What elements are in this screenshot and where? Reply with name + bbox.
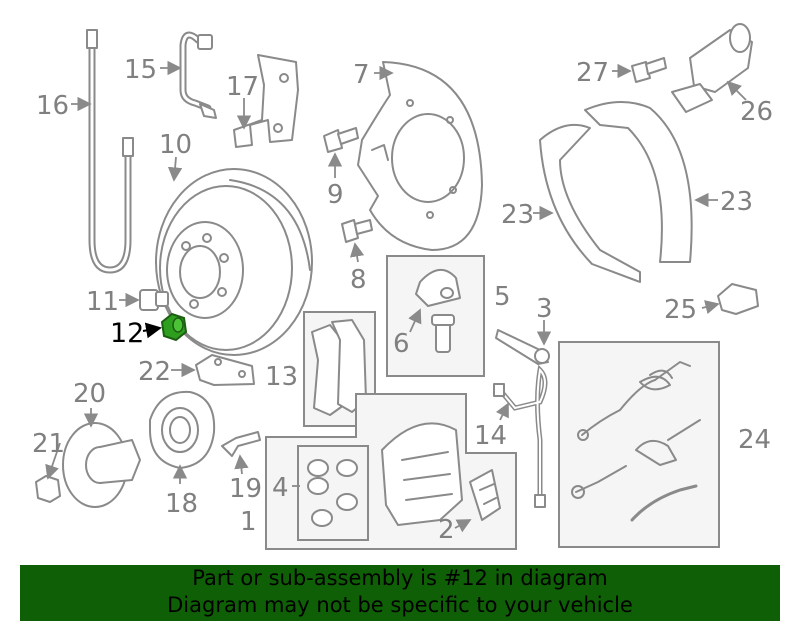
part-26-actuator — [671, 23, 753, 113]
label-16: 16 — [36, 91, 69, 121]
label-3: 3 — [536, 294, 553, 324]
label-21: 21 — [32, 429, 65, 459]
part-5-sensor-kit — [386, 255, 485, 377]
info-banner: Part or sub-assembly is #12 in diagram D… — [20, 565, 780, 621]
label-23-left: 23 — [501, 200, 534, 230]
part-7-dust-shield — [357, 61, 483, 251]
part-11-bolt — [139, 289, 169, 311]
part-1-caliper-assembly — [265, 393, 517, 550]
banner-line-2: Diagram may not be specific to your vehi… — [167, 593, 633, 617]
part-10-brake-rotor — [155, 168, 313, 356]
part-3-guide-pin — [495, 329, 550, 365]
part-2-clip — [469, 469, 501, 521]
label-10: 10 — [159, 130, 192, 160]
label-20: 20 — [73, 379, 106, 409]
part-22-bracket — [195, 354, 255, 386]
part-23-brake-shoes — [539, 100, 693, 283]
label-23-right: 23 — [720, 187, 753, 217]
label-9: 9 — [327, 180, 344, 210]
label-12-highlighted: 12 — [110, 318, 144, 349]
part-18-bearing — [149, 390, 216, 469]
part-8-bolt — [341, 219, 373, 243]
part-14-wear-sensor — [493, 364, 548, 508]
label-25: 25 — [664, 295, 697, 325]
leader-lines — [45, 60, 747, 533]
part-13-brake-pads — [303, 311, 376, 427]
label-5: 5 — [494, 282, 511, 312]
part-21-nut — [35, 475, 61, 503]
label-4: 4 — [272, 473, 289, 503]
label-8: 8 — [350, 265, 367, 295]
part-20-hub — [62, 422, 141, 508]
part-19-stud — [221, 431, 261, 457]
label-15: 15 — [124, 55, 157, 85]
part-24-hardware-kit — [558, 341, 720, 548]
label-14: 14 — [474, 421, 507, 451]
label-26: 26 — [740, 97, 773, 127]
label-13: 13 — [265, 362, 298, 392]
label-22: 22 — [138, 357, 171, 387]
part-27-bolt — [631, 57, 667, 83]
label-24: 24 — [738, 425, 771, 455]
label-2: 2 — [438, 515, 455, 545]
label-11: 11 — [86, 287, 119, 317]
part-9-bolt — [323, 127, 359, 153]
brake-parts-diagram: 16 15 17 10 7 9 8 11 12 22 13 5 6 3 14 2… — [32, 23, 773, 550]
label-17: 17 — [226, 72, 259, 102]
part-16-brake-hose — [86, 29, 134, 274]
part-15-brake-line — [179, 31, 217, 119]
label-1: 1 — [240, 507, 257, 537]
label-18: 18 — [165, 489, 198, 519]
label-19: 19 — [229, 474, 262, 504]
banner-line-1: Part or sub-assembly is #12 in diagram — [192, 566, 608, 590]
label-6: 6 — [393, 329, 410, 359]
callout-labels: 16 15 17 10 7 9 8 11 12 22 13 5 6 3 14 2… — [32, 55, 773, 545]
label-7: 7 — [353, 60, 370, 90]
label-27: 27 — [576, 58, 609, 88]
part-12-nut-highlighted — [160, 312, 188, 342]
part-25-sensor — [717, 283, 759, 315]
